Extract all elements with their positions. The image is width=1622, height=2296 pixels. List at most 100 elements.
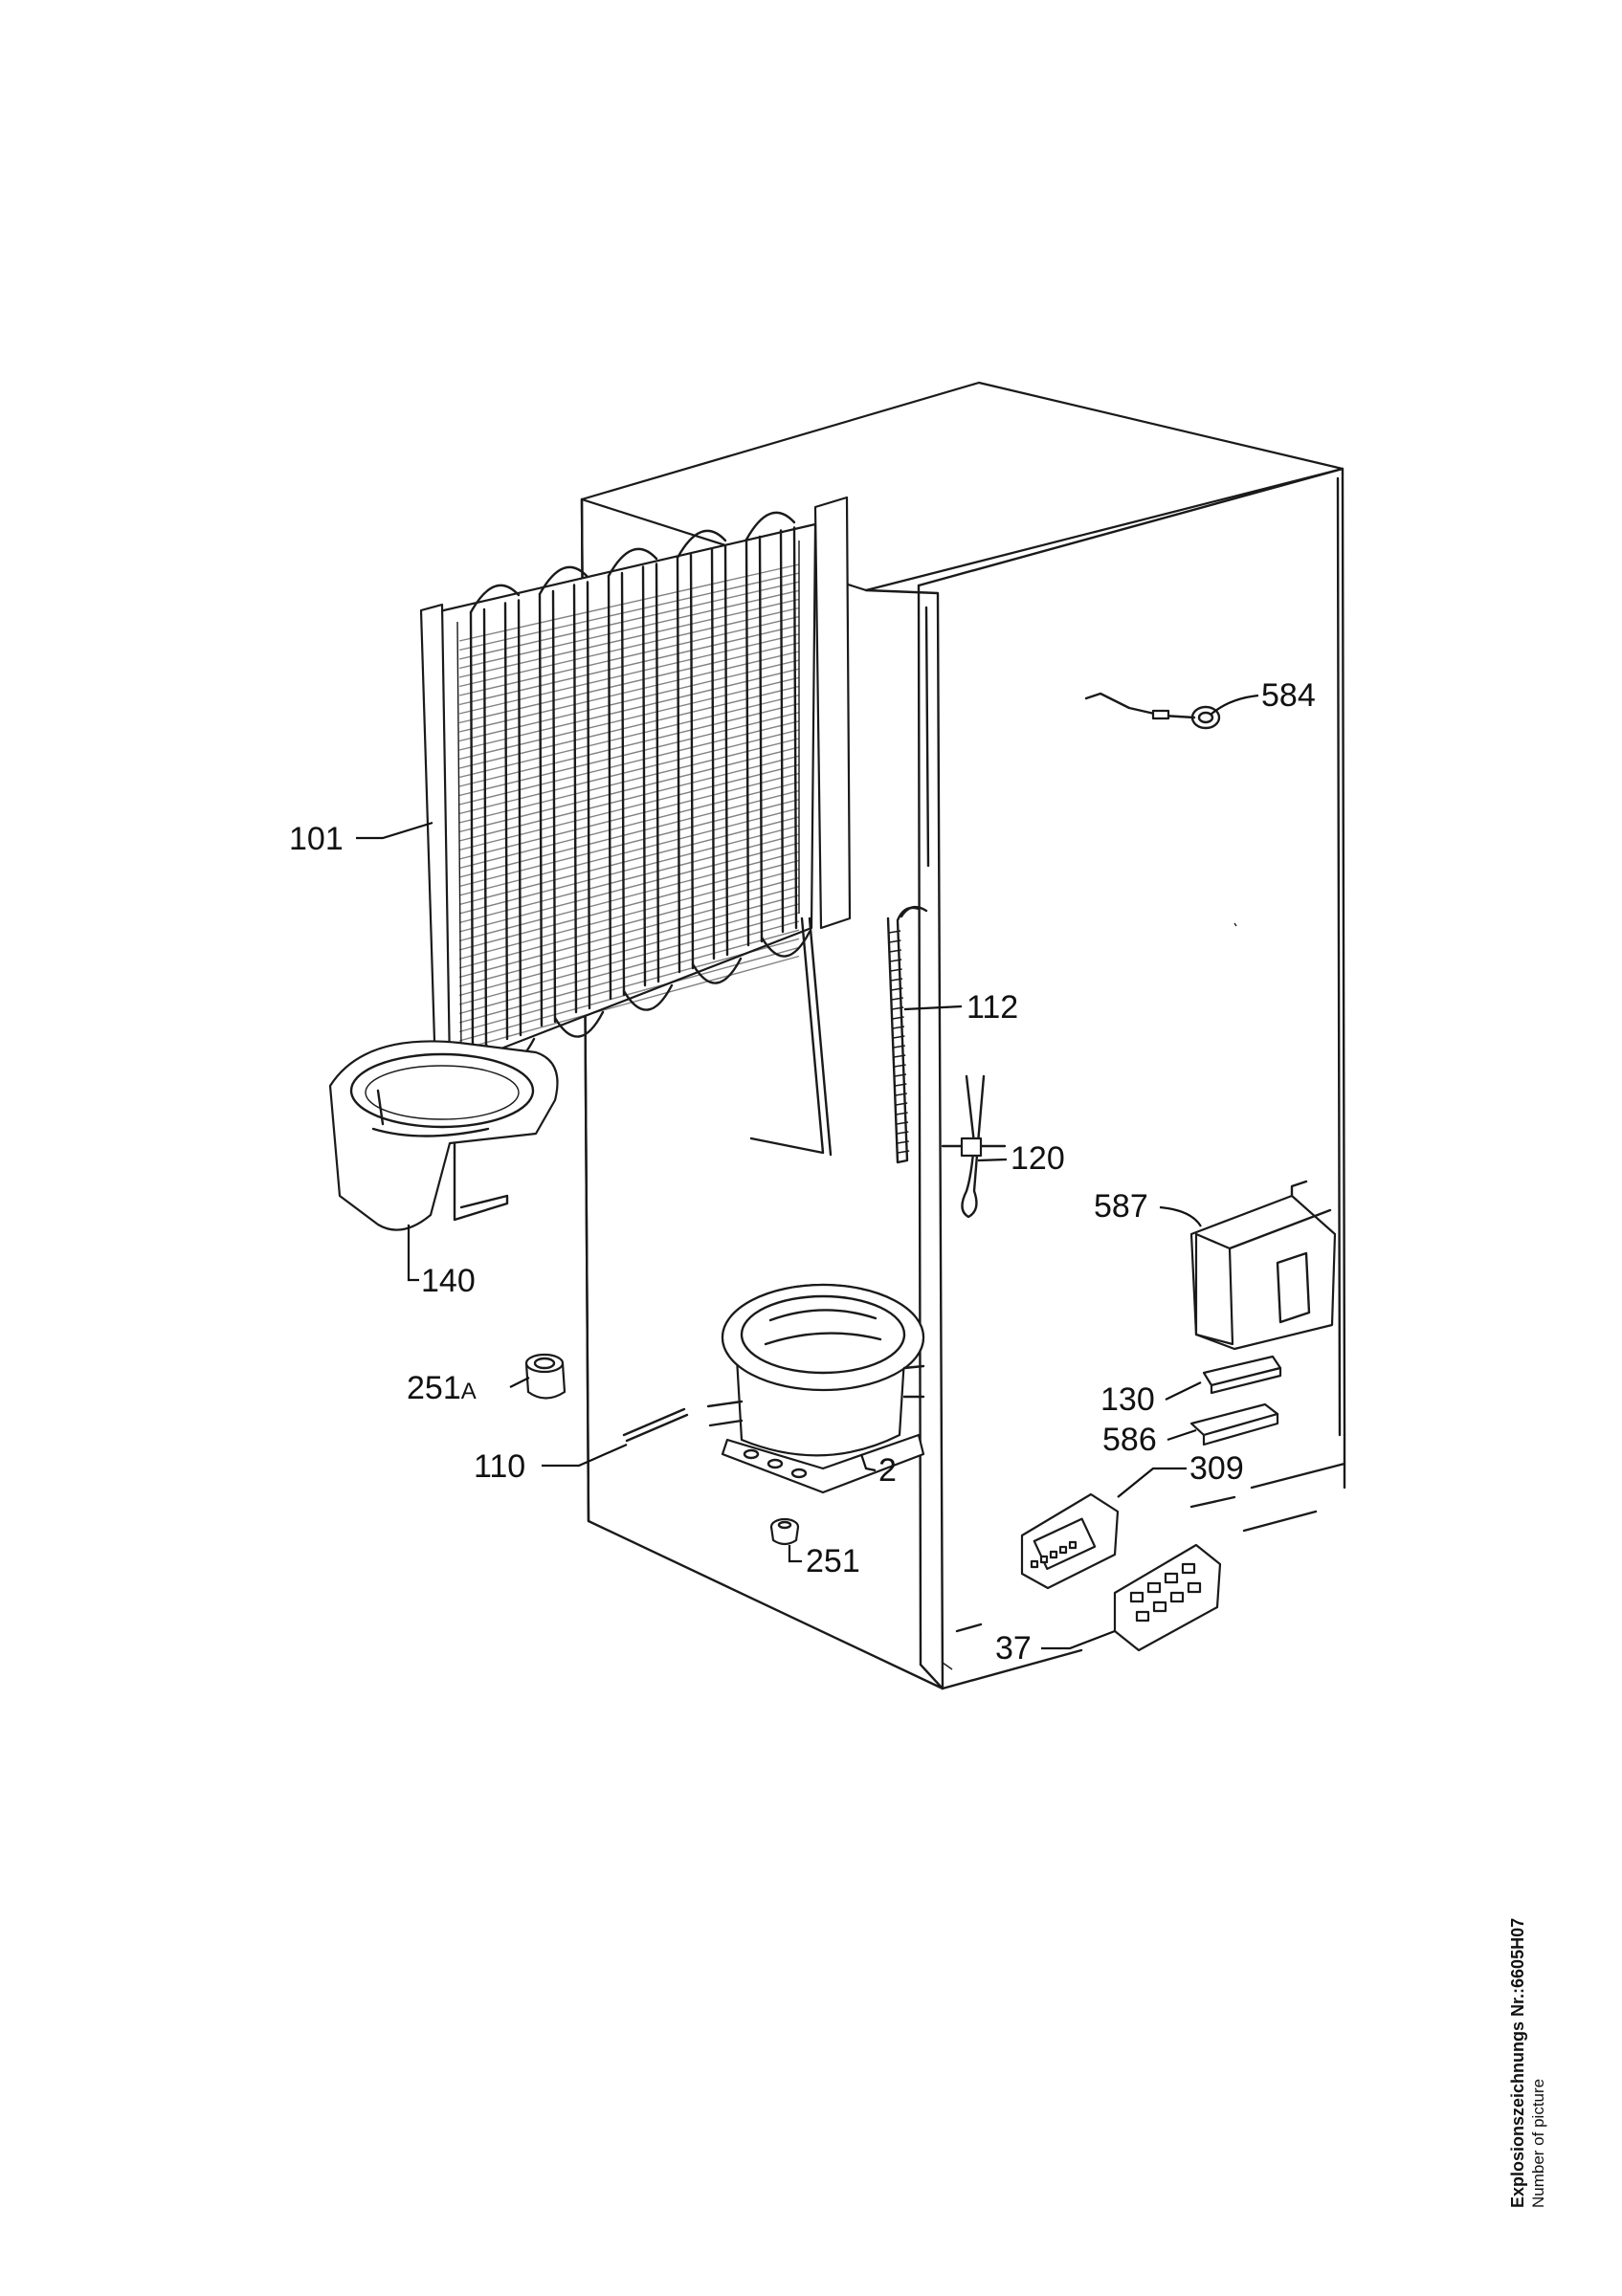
board-pin xyxy=(1068,1540,1078,1550)
label-251: 251 xyxy=(806,1543,860,1579)
coil-mesh-line xyxy=(458,938,800,1033)
coil-mesh-line xyxy=(458,738,800,824)
board-key xyxy=(1164,1572,1179,1584)
drawing-number: Explosionszeichnungs Nr.:6605H07 xyxy=(1508,1917,1527,2208)
control-board-309 xyxy=(1020,1492,1120,1590)
board-key xyxy=(1146,1581,1162,1594)
tube-rib xyxy=(896,1121,909,1125)
coil-mesh-line xyxy=(458,651,800,733)
label-112: 112 xyxy=(967,989,1018,1026)
coil-mesh-line xyxy=(458,946,800,1042)
tube-rib xyxy=(890,978,903,982)
label-251a: 251A xyxy=(407,1370,477,1406)
coil-mesh-line xyxy=(458,589,800,670)
coil-mesh-line xyxy=(458,772,800,860)
tube-rib xyxy=(891,987,903,991)
compressor xyxy=(706,1283,925,1494)
drain-tube xyxy=(886,905,928,1164)
tube-rib xyxy=(895,1093,907,1096)
tube-rib xyxy=(894,1054,906,1058)
label-140: 140 xyxy=(421,1263,476,1299)
coil-mesh-line xyxy=(458,807,800,896)
cover-plate-586 xyxy=(1189,1402,1279,1446)
drawing-caption: Explosionszeichnungs Nr.:6605H07 Number … xyxy=(1507,1844,1549,2208)
label-584: 584 xyxy=(1261,677,1316,714)
coil-mesh-line xyxy=(458,850,800,942)
coil-mesh-line xyxy=(458,894,800,987)
tube-rib xyxy=(889,949,901,953)
coil-bend xyxy=(607,547,658,578)
tube-rib xyxy=(896,1102,908,1106)
coil-mesh-line xyxy=(458,607,800,688)
coil-mesh-line xyxy=(458,694,800,779)
coil-mesh-line xyxy=(458,789,800,878)
coil-bend xyxy=(553,1010,605,1038)
coil-mesh-line xyxy=(458,729,800,815)
coil-tube xyxy=(551,589,557,1024)
coil-tube xyxy=(538,592,544,1027)
coil-mesh-line xyxy=(458,912,800,1005)
coil-mesh-line xyxy=(458,712,800,797)
coil-tube xyxy=(572,584,578,1014)
control-housing xyxy=(1189,1180,1337,1351)
coil-mesh-line xyxy=(458,876,800,969)
cover-plate-130 xyxy=(1202,1355,1282,1395)
coil-mesh-line xyxy=(458,581,800,660)
coil-mesh-line xyxy=(458,598,800,678)
coil-mesh-line xyxy=(458,642,800,724)
tube-rib xyxy=(898,1150,910,1154)
board-pin xyxy=(1049,1550,1058,1559)
grommet-251 xyxy=(769,1517,800,1546)
coil-mesh-line xyxy=(458,868,800,960)
coil-mesh-line xyxy=(458,799,800,888)
label-309: 309 xyxy=(1189,1450,1244,1487)
coil-mesh-line xyxy=(458,615,800,696)
label-130: 130 xyxy=(1100,1381,1155,1418)
tube-rib xyxy=(892,1026,905,1029)
coil-mesh-line xyxy=(458,825,800,915)
coil-bend xyxy=(676,529,727,560)
label-101: 101 xyxy=(289,821,344,857)
coil-mesh-line xyxy=(458,676,800,761)
label-110: 110 xyxy=(474,1448,525,1485)
coil-mesh-line xyxy=(458,668,800,751)
label-2: 2 xyxy=(878,1452,897,1489)
part-labels: 101 112 120 140 584 587 130 586 309 251A… xyxy=(289,677,1316,1667)
board-key xyxy=(1181,1562,1196,1575)
tube-rib xyxy=(889,939,901,943)
leader-lines xyxy=(356,694,1259,1650)
coil-tube xyxy=(482,607,488,1050)
coil-bend xyxy=(691,957,743,984)
coil-mesh-line xyxy=(458,920,800,1015)
label-251a-suffix: A xyxy=(461,1379,477,1404)
condenser-coil xyxy=(419,496,852,1157)
label-587: 587 xyxy=(1094,1188,1148,1225)
coil-mesh-line xyxy=(458,859,800,951)
coil-tube xyxy=(641,565,647,987)
coil-mesh-line xyxy=(458,955,800,1051)
coil-bend xyxy=(622,983,674,1011)
coil-mesh-line xyxy=(458,763,800,851)
board-key xyxy=(1129,1591,1144,1603)
drawing-subtitle: Number of picture xyxy=(1529,2078,1547,2208)
coil-mesh-line xyxy=(458,929,800,1024)
coil-tube xyxy=(655,563,660,983)
coil-mesh-line xyxy=(458,572,800,651)
tube-rib xyxy=(892,1006,904,1010)
tube-rib xyxy=(895,1083,907,1087)
coil-mesh-line xyxy=(458,842,800,933)
board-key xyxy=(1169,1591,1185,1603)
coil-tube xyxy=(723,544,729,957)
coil-mesh-line xyxy=(458,833,800,924)
tube-rib xyxy=(894,1073,907,1077)
coil-mesh-line xyxy=(458,816,800,906)
pin-110 xyxy=(622,1407,689,1443)
coil-mesh-line xyxy=(458,720,800,806)
thermostat-capillary xyxy=(941,1074,1007,1219)
coil-tube xyxy=(710,547,716,960)
label-251a-number: 251 xyxy=(407,1370,461,1406)
board-pin xyxy=(1058,1545,1068,1555)
coil-mesh-line xyxy=(458,633,800,715)
coil-mesh-line xyxy=(458,746,800,833)
